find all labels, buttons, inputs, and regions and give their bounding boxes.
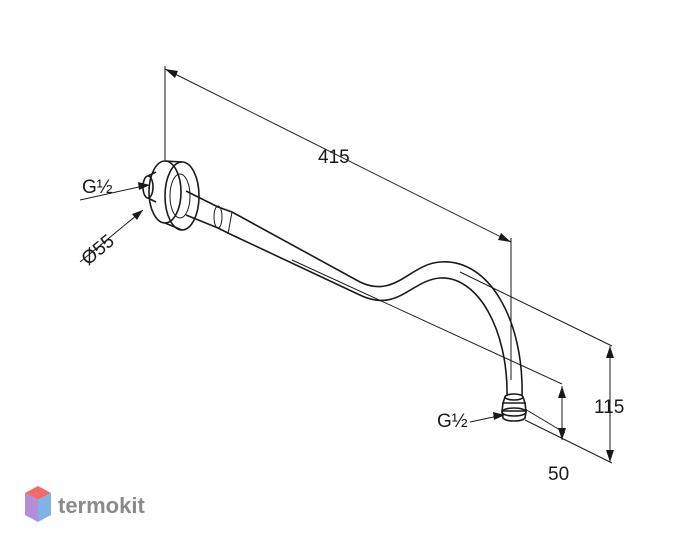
dimension-415: 415: [164, 68, 512, 243]
dimension-115-label: 115: [594, 397, 624, 418]
extension-lines: [164, 66, 613, 464]
diameter-label: Ø55: [78, 231, 119, 270]
shower-arm-pipe: [185, 190, 523, 397]
brand-logo: termokit: [25, 486, 145, 522]
brand-name: termokit: [58, 493, 145, 518]
leader-diameter: Ø55: [78, 209, 144, 270]
dimension-115: 115: [594, 346, 624, 462]
thread-wall-label: G½: [82, 177, 113, 198]
leader-thread-wall: G½: [79, 177, 150, 201]
thread-outlet-label: G½: [437, 411, 468, 432]
brand-logo-icon: [25, 486, 51, 522]
outlet-connector: [501, 393, 527, 422]
wall-flange: [142, 160, 200, 231]
dimension-50: 50: [548, 386, 569, 485]
dimension-415-label: 415: [318, 147, 350, 168]
leader-thread-outlet: G½: [437, 411, 505, 432]
dimension-50-label: 50: [548, 464, 569, 485]
